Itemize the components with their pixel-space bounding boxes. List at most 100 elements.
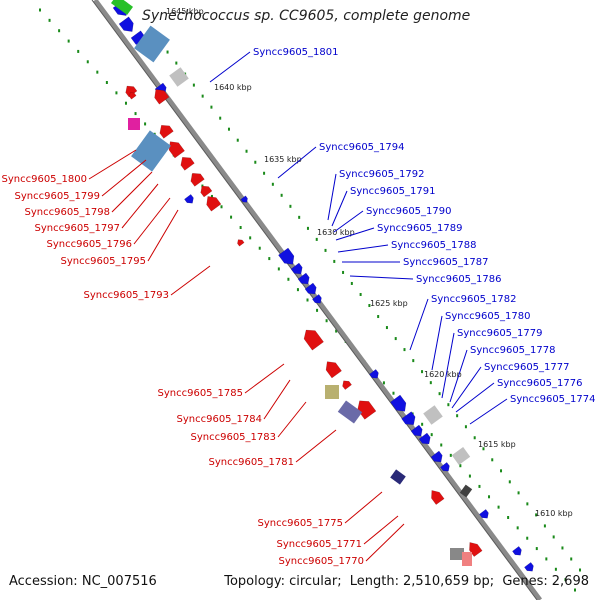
left-tick-dots (230, 215, 233, 219)
right-tick-dots (438, 392, 441, 396)
gene-label-leader (469, 398, 508, 425)
scale-tick-label: 1620 kbp (424, 370, 462, 379)
left-tick-dots (86, 60, 89, 64)
right-tick-dots (535, 513, 538, 517)
lavender-feature (337, 400, 363, 424)
gene-label: Syncc9605_1794 (319, 142, 405, 153)
minus-strand-gene (357, 400, 377, 420)
gene-label: Syncc9605_1784 (177, 414, 263, 425)
right-tick-dots (201, 94, 204, 98)
gene-label: Syncc9605_1795 (61, 256, 147, 267)
scale-tick-label: 1635 kbp (264, 155, 302, 164)
left-tick-dots (210, 194, 213, 198)
gene-label-leader (344, 491, 383, 524)
minus-strand-gene (303, 329, 324, 351)
left-tick-dots (249, 236, 252, 240)
minus-strand-gene (154, 89, 170, 105)
left-tick-dots (440, 443, 443, 447)
gene-label: Syncc9605_1793 (84, 290, 170, 301)
gene-label: Syncc9605_1775 (258, 518, 344, 529)
plus-strand-gene (297, 272, 310, 285)
gene-label-leader (335, 227, 375, 241)
right-tick-dots (210, 105, 213, 109)
gene-label-leader (277, 146, 317, 179)
left-tick-dots (449, 453, 452, 457)
gene-label: Syncc9605_1792 (339, 169, 425, 180)
left-tick-dots (58, 29, 61, 33)
minus-strand-gene (129, 92, 137, 100)
right-tick-dots (385, 326, 388, 330)
gene-label-leader (263, 379, 291, 420)
gene-label: Syncc9605_1786 (416, 274, 502, 285)
gray-feature (451, 447, 471, 465)
gene-label-leader (363, 515, 399, 545)
right-tick-dots (289, 204, 292, 208)
plus-strand-gene (524, 562, 534, 572)
plus-strand-gene (401, 411, 416, 426)
genes-value: 2,698 (551, 574, 589, 589)
accession-info: Accession: NC_007516 (9, 574, 157, 589)
gene-label-leader (431, 315, 443, 371)
left-tick-dots (115, 91, 118, 95)
left-tick-dots (306, 298, 309, 302)
gene-label-leader (244, 363, 285, 394)
left-tick-dots (277, 267, 280, 271)
left-tick-dots (144, 122, 147, 126)
gene-label-leader (121, 183, 159, 229)
gene-label: Syncc9605_1776 (497, 378, 583, 389)
right-tick-dots (315, 237, 318, 241)
minus-strand-gene (125, 85, 138, 98)
right-tick-dots (236, 138, 239, 142)
right-tick-dots (517, 491, 520, 495)
right-tick-dots (464, 425, 467, 429)
plus-strand-gene (440, 462, 450, 472)
right-tick-dots (421, 370, 424, 374)
minus-strand-gene (325, 361, 342, 379)
left-tick-dots (48, 18, 51, 22)
topology-label: Topology: (224, 574, 286, 589)
right-tick-dots (579, 568, 581, 572)
left-tick-dots (421, 422, 424, 426)
right-tick-dots (263, 171, 266, 175)
magenta-feature (128, 118, 140, 130)
right-tick-dots (403, 348, 406, 352)
left-tick-dots (564, 578, 567, 582)
gene-label: Syncc9605_1790 (366, 206, 452, 217)
gene-label-leader (333, 210, 364, 233)
minus-strand-gene (200, 185, 213, 198)
left-tick-dots (96, 70, 99, 74)
dark-feature (459, 484, 473, 498)
gene-label: Syncc9605_1797 (35, 223, 121, 234)
right-tick-dots (306, 226, 309, 230)
right-tick-dots (377, 315, 380, 319)
right-tick-dots (350, 281, 353, 285)
green-feature (110, 0, 134, 15)
right-tick-dots (473, 436, 476, 440)
left-tick-dots (488, 495, 491, 499)
right-tick-dots (245, 149, 248, 153)
olive-feature (325, 385, 339, 399)
accession-label: Accession: (9, 574, 78, 589)
left-tick-dots (134, 112, 137, 116)
topology-value: circular (289, 574, 338, 589)
plus-strand-gene (118, 16, 134, 32)
gene-label-leader (349, 275, 414, 280)
left-tick-dots (526, 536, 529, 540)
right-tick-dots (271, 182, 274, 186)
scale-tick-label: 1630 kbp (317, 228, 355, 237)
right-tick-dots (175, 61, 178, 65)
left-tick-dots (574, 588, 576, 592)
right-tick-dots (342, 270, 345, 274)
gene-label: Syncc9605_1800 (2, 174, 88, 185)
plus-strand-gene (410, 424, 423, 437)
gene-label: Syncc9605_1787 (403, 257, 489, 268)
gene-label-leader (101, 159, 147, 197)
right-tick-dots (359, 292, 362, 296)
gene-label: Syncc9605_1770 (279, 556, 365, 567)
left-tick-dots (335, 329, 338, 333)
left-tick-dots (67, 39, 70, 43)
gene-label: Syncc9605_1789 (377, 223, 463, 234)
left-tick-dots (258, 246, 261, 250)
left-tick-dots (507, 516, 510, 519)
